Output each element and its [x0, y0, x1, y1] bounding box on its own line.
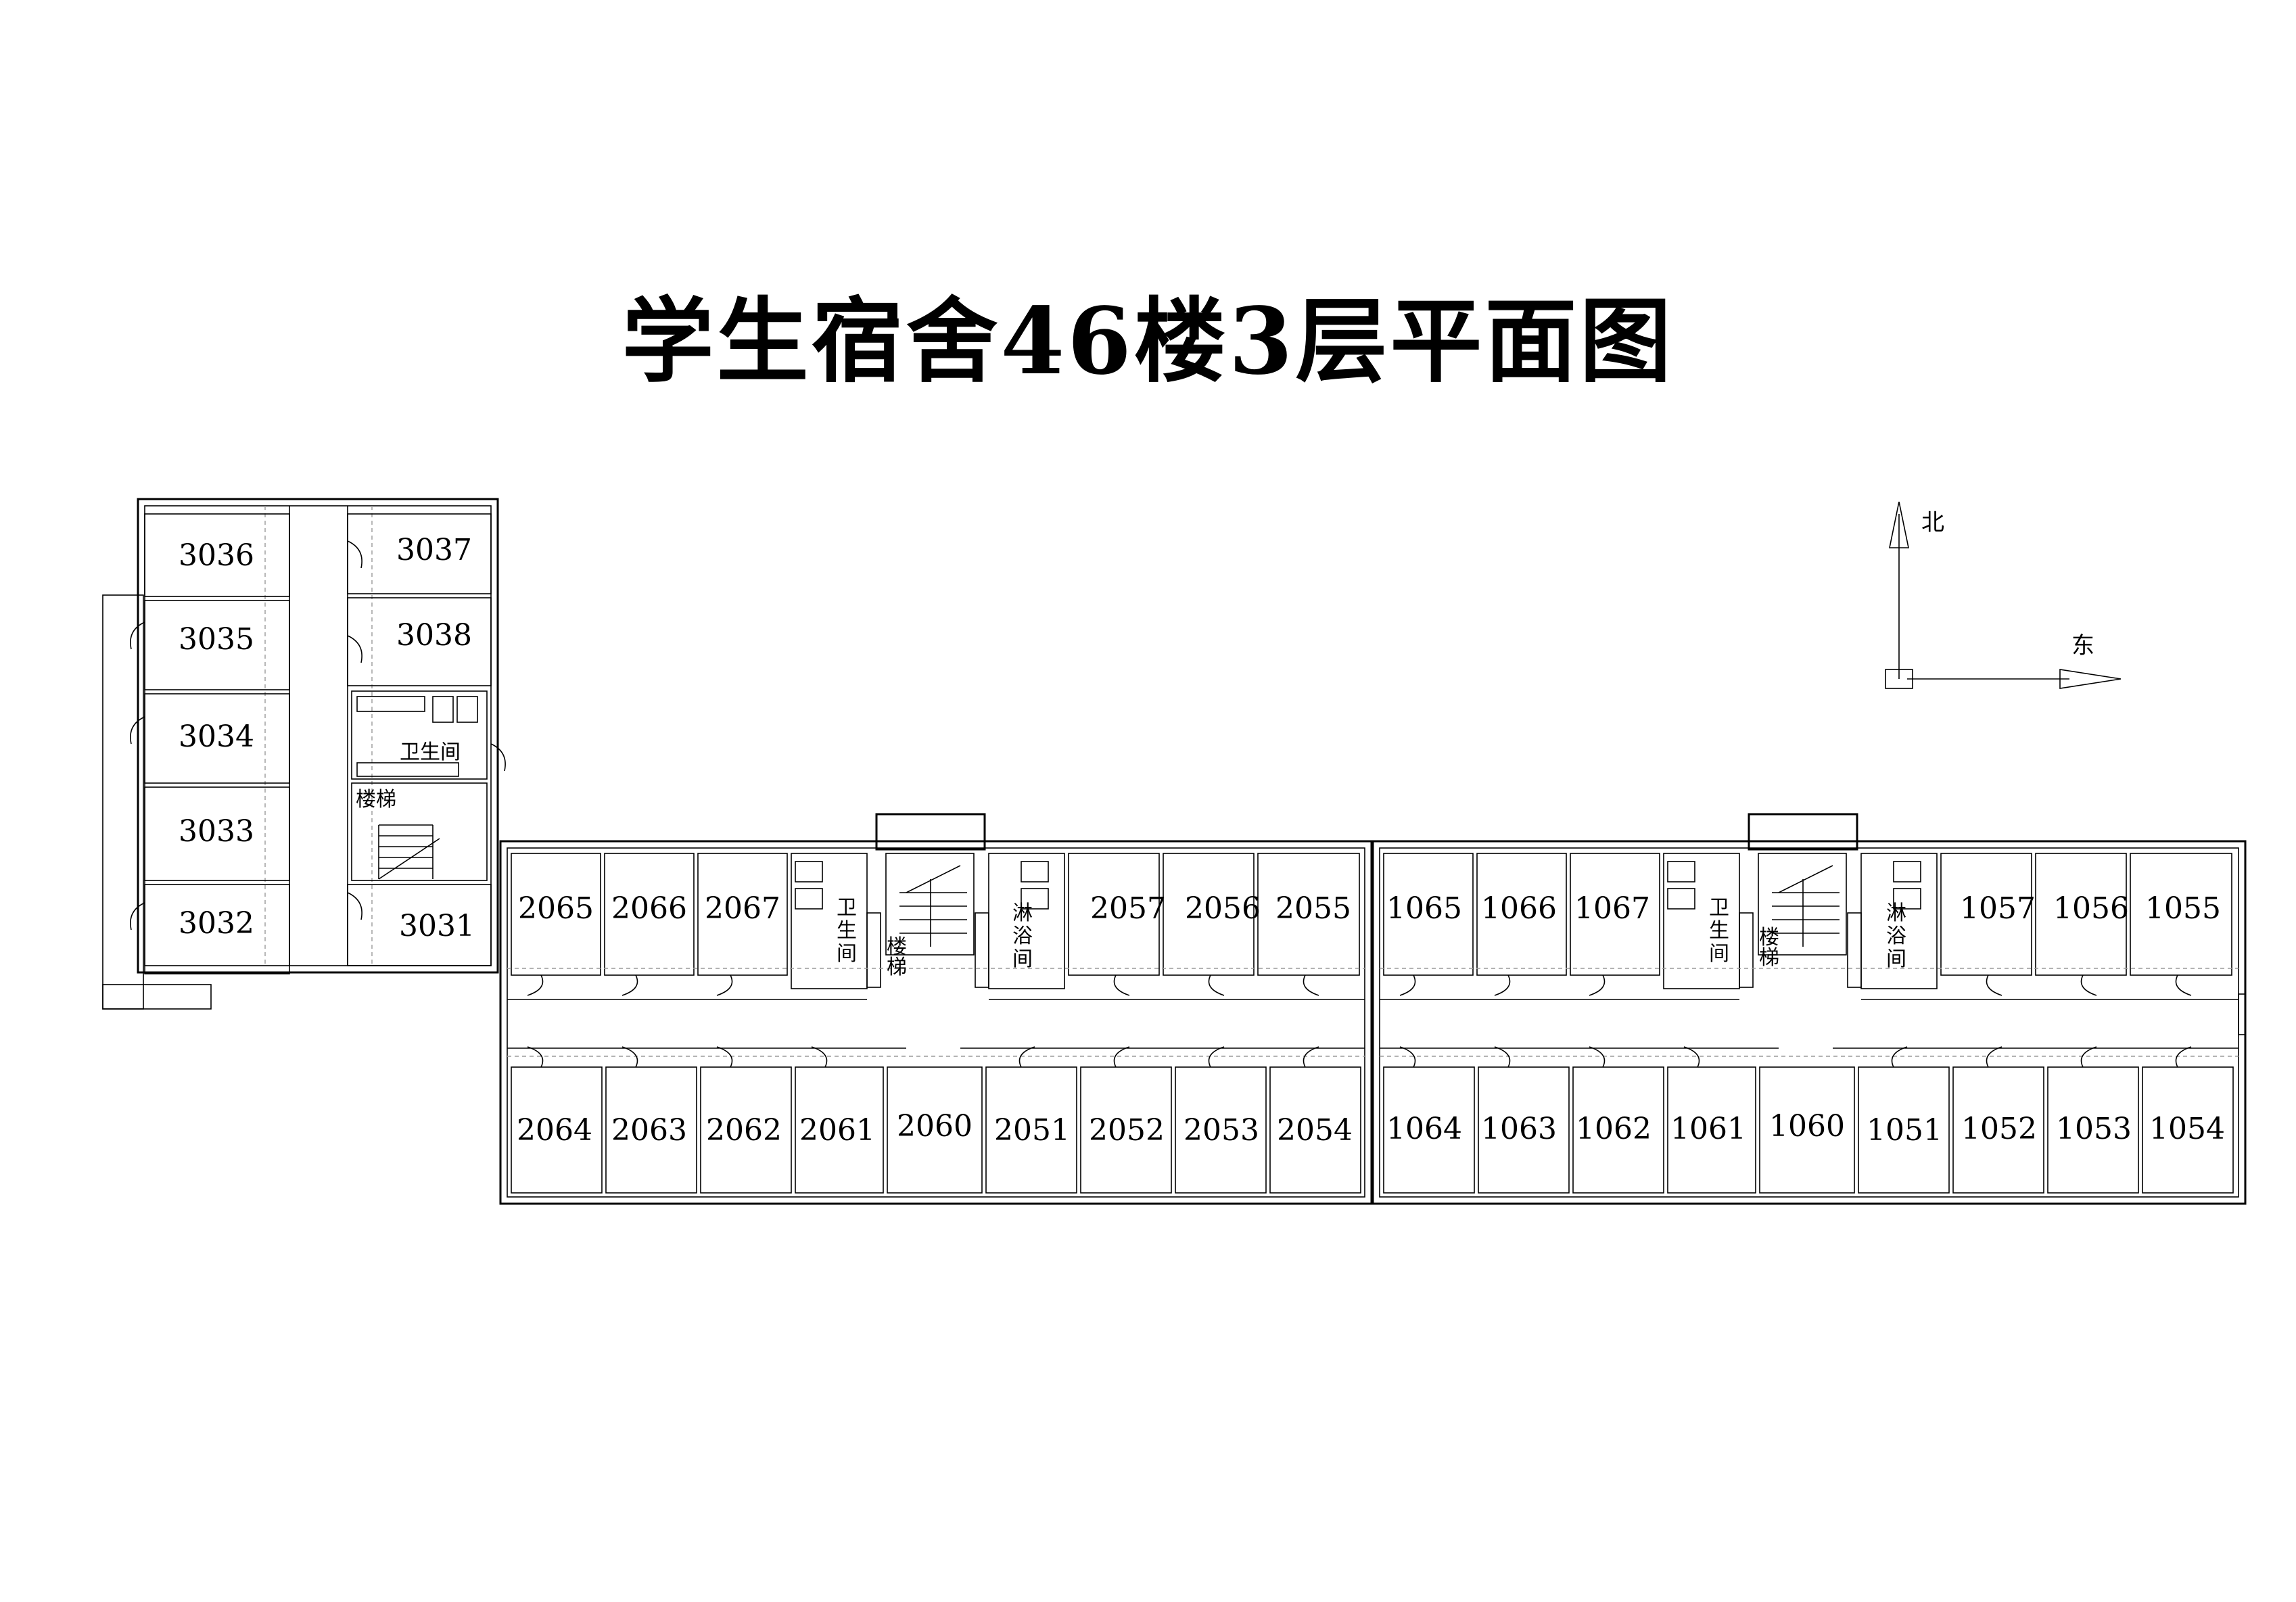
shower-label-char: 间 [1012, 947, 1033, 971]
toilet-label-char: 生 [1709, 919, 1729, 943]
east-arrow-icon [2059, 669, 2122, 689]
toilet-label-char: 卫 [1709, 896, 1729, 920]
stairs-label: 楼梯 [356, 788, 396, 811]
room-3035: 3035 [179, 622, 254, 657]
room-1061: 1061 [1670, 1112, 1746, 1146]
stairs-label-char: 楼 [887, 935, 907, 959]
room-3032: 3032 [179, 906, 254, 941]
shower-label-char: 浴 [1886, 924, 1906, 948]
compass-origin [1885, 669, 1913, 689]
room-3036: 3036 [179, 538, 254, 573]
room-1054: 1054 [2149, 1112, 2225, 1146]
shower-label-char: 间 [1886, 947, 1906, 971]
room-1060: 1060 [1769, 1109, 1845, 1144]
room-1056: 1056 [2053, 891, 2129, 926]
room-3031: 3031 [399, 909, 475, 943]
room-1065: 1065 [1386, 891, 1462, 926]
room-2063: 2063 [611, 1113, 687, 1148]
room-1067: 1067 [1574, 891, 1650, 926]
shower-label-char: 淋 [1012, 901, 1033, 925]
room-1051: 1051 [1867, 1113, 1942, 1148]
compass: 北 东 [1885, 501, 2122, 689]
compass-east-label: 东 [2071, 632, 2094, 659]
stairs-label-char: 楼 [1759, 926, 1779, 949]
room-2064: 2064 [517, 1113, 592, 1148]
room-2060: 2060 [897, 1109, 973, 1144]
room-2054: 2054 [1277, 1113, 1353, 1148]
toilet-label-char: 间 [837, 942, 857, 966]
room-2061: 2061 [799, 1113, 875, 1148]
toilet-label-char: 间 [1709, 942, 1729, 966]
compass-north-label: 北 [1921, 509, 1944, 536]
stairs-label-char: 梯 [1759, 946, 1779, 970]
room-1053: 1053 [2056, 1112, 2132, 1146]
room-2056: 2056 [1185, 891, 1261, 926]
room-2055: 2055 [1275, 891, 1351, 926]
room-2066: 2066 [611, 891, 687, 926]
stairs-label-char: 梯 [887, 956, 907, 979]
shower-label-char: 淋 [1886, 901, 1906, 925]
room-3034: 3034 [179, 720, 254, 754]
room-2052: 2052 [1089, 1113, 1165, 1148]
room-1057: 1057 [1960, 891, 2036, 926]
room-1055: 1055 [2145, 891, 2221, 926]
room-1066: 1066 [1481, 891, 1557, 926]
page-title: 学生宿舍46楼3层平面图 [622, 287, 1674, 396]
shower-label-char: 浴 [1012, 924, 1033, 948]
room-2057: 2057 [1090, 891, 1166, 926]
room-1064: 1064 [1386, 1112, 1462, 1146]
room-1052: 1052 [1961, 1112, 2037, 1146]
room-3033: 3033 [179, 814, 254, 849]
room-3037: 3037 [396, 533, 472, 567]
room-2067: 2067 [705, 891, 780, 926]
room-1062: 1062 [1576, 1112, 1651, 1146]
room-2051: 2051 [994, 1113, 1070, 1148]
room-3038: 3038 [396, 618, 472, 653]
toilet-label-char: 生 [837, 919, 857, 943]
west-wing: 3036 3035 3034 3033 3032 3037 3038 3031 … [102, 498, 506, 1010]
room-2062: 2062 [706, 1113, 782, 1148]
block-2: 2065 2066 2067 2057 2056 2055 2064 2063 … [499, 813, 1373, 1205]
block-1: 1065 1066 1067 1057 1056 1055 1064 1063 … [1372, 813, 2247, 1205]
room-2065: 2065 [518, 891, 594, 926]
toilet-label-char: 卫 [837, 896, 857, 920]
toilet-label: 卫生间 [400, 740, 461, 764]
room-1063: 1063 [1481, 1112, 1557, 1146]
room-2053: 2053 [1184, 1113, 1259, 1148]
north-arrow-icon [1889, 501, 1909, 548]
